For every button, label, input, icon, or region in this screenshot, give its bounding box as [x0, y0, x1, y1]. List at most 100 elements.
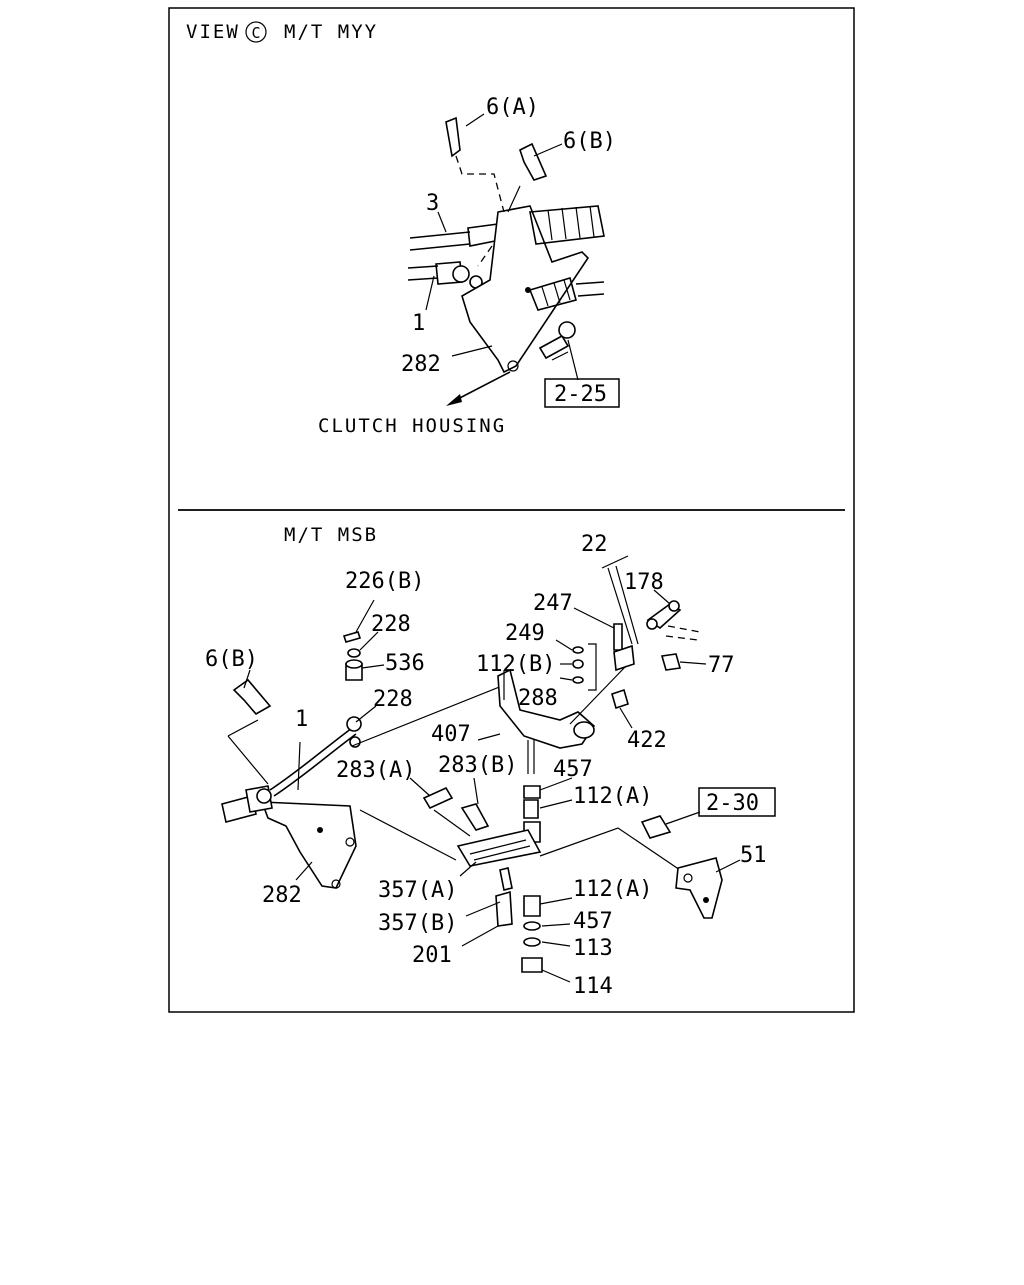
boot-upper [529, 205, 605, 245]
label-283b: 283(B) [438, 753, 517, 778]
cable-1-line-b [273, 733, 357, 797]
label-112a-lower: 112(A) [573, 877, 652, 902]
label-407: 407 [431, 722, 471, 747]
diagram-frame [168, 7, 855, 1013]
bracket-357b [499, 867, 513, 891]
leader-114 [541, 969, 571, 983]
label-6b: 6(B) [563, 129, 616, 154]
label-clutch-housing: CLUTCH HOUSING [318, 415, 506, 437]
cable-end-eye [256, 788, 272, 804]
leader-113 [541, 941, 571, 947]
label-282-lower: 282 [262, 883, 302, 908]
bracket-hole [525, 287, 531, 293]
label-282: 282 [401, 352, 441, 377]
pin-dash [477, 245, 493, 267]
lever-407-shaft [527, 740, 535, 774]
label-226b: 226(B) [345, 569, 424, 594]
label-357a: 357(A) [378, 878, 457, 903]
label-457-lower: 457 [573, 909, 613, 934]
label-113: 113 [573, 936, 613, 961]
leader-226b [355, 599, 375, 633]
nut-422 [611, 688, 629, 710]
washer-457-upper [523, 785, 541, 799]
leader-3 [437, 211, 447, 233]
clip-6b-lower [232, 678, 272, 716]
bracket-282-lower [260, 801, 357, 889]
bracket-51-hole-a [683, 873, 693, 883]
leader-407 [477, 733, 501, 741]
washer-249 [572, 646, 584, 654]
bolt-2-25-shank [538, 334, 570, 360]
ref-box-2-25 [544, 378, 620, 408]
washer-228-lower [349, 736, 361, 748]
bracket-51 [675, 857, 723, 919]
bottom-title: M/T MSB [284, 524, 378, 546]
mount-357a-ribs [469, 839, 531, 861]
leader-283b [473, 777, 479, 805]
top-title-prefix: VIEW [186, 21, 240, 43]
leader-249 [555, 639, 573, 651]
clip-6a [445, 116, 461, 158]
arm-178-dash [665, 625, 701, 641]
lever-407-knob [573, 721, 595, 739]
bolt-2-25-head [558, 321, 576, 339]
mount-357a [456, 829, 542, 867]
leader-228-lower [355, 705, 377, 723]
bracket-282-hole-b [345, 837, 355, 847]
label-422: 422 [627, 728, 667, 753]
mount-leader-lines [359, 809, 681, 871]
leader-77 [679, 661, 707, 665]
label-283a: 283(A) [336, 758, 415, 783]
leader-457-lower [541, 923, 571, 927]
rod-22 [601, 555, 639, 645]
leader-422 [619, 707, 633, 729]
washer-288 [572, 676, 584, 684]
bolt-axis [551, 351, 569, 361]
top-title-circled: C [251, 24, 260, 42]
leader-282 [451, 345, 493, 357]
label-228-lower: 228 [373, 687, 413, 712]
bracket-51-hole-b [703, 897, 709, 903]
boot-lower-ribs [541, 279, 571, 307]
bushing-112a-lower [523, 895, 541, 917]
leader-288 [559, 677, 573, 681]
clip-6b-lower-leader [227, 719, 269, 785]
label-357b: 357(B) [378, 911, 457, 936]
bolt-283-leader [433, 809, 471, 837]
leader-283a [409, 777, 431, 797]
boot-lower [528, 276, 577, 311]
leader-178 [653, 589, 671, 605]
clip-226b [342, 631, 362, 643]
label-1-lower: 1 [295, 707, 308, 732]
label-247: 247 [533, 591, 573, 616]
cable-1-line-a [269, 727, 353, 791]
washer-bracket [588, 643, 597, 691]
leader-6b [533, 143, 563, 157]
bolt-283b [460, 803, 490, 831]
bushing-536-top [345, 659, 363, 669]
label-51: 51 [740, 843, 767, 868]
label-6b-lower: 6(B) [205, 647, 258, 672]
label-3: 3 [426, 191, 439, 216]
top-title-suffix: M/T MYY [284, 21, 378, 43]
pin-247 [613, 623, 623, 651]
label-288: 288 [518, 686, 558, 711]
label-112b: 112(B) [476, 652, 555, 677]
boot-lower-cable [575, 281, 605, 297]
label-536: 536 [385, 651, 425, 676]
arm-178-pivot [668, 600, 680, 612]
label-457-upper: 457 [553, 757, 593, 782]
bolt-201 [495, 890, 513, 927]
washer-113 [523, 937, 541, 947]
clip-6b [519, 142, 548, 181]
leader-51 [715, 859, 741, 873]
label-ref-2-30: 2-30 [706, 791, 759, 816]
leader-201 [461, 925, 499, 947]
label-6a: 6(A) [486, 95, 539, 120]
leader-536 [361, 664, 385, 669]
rod-22-end [613, 644, 635, 672]
clip-6a-leader [455, 155, 505, 213]
cable-3-sheath [409, 231, 471, 251]
label-ref-2-25: 2-25 [554, 382, 607, 407]
